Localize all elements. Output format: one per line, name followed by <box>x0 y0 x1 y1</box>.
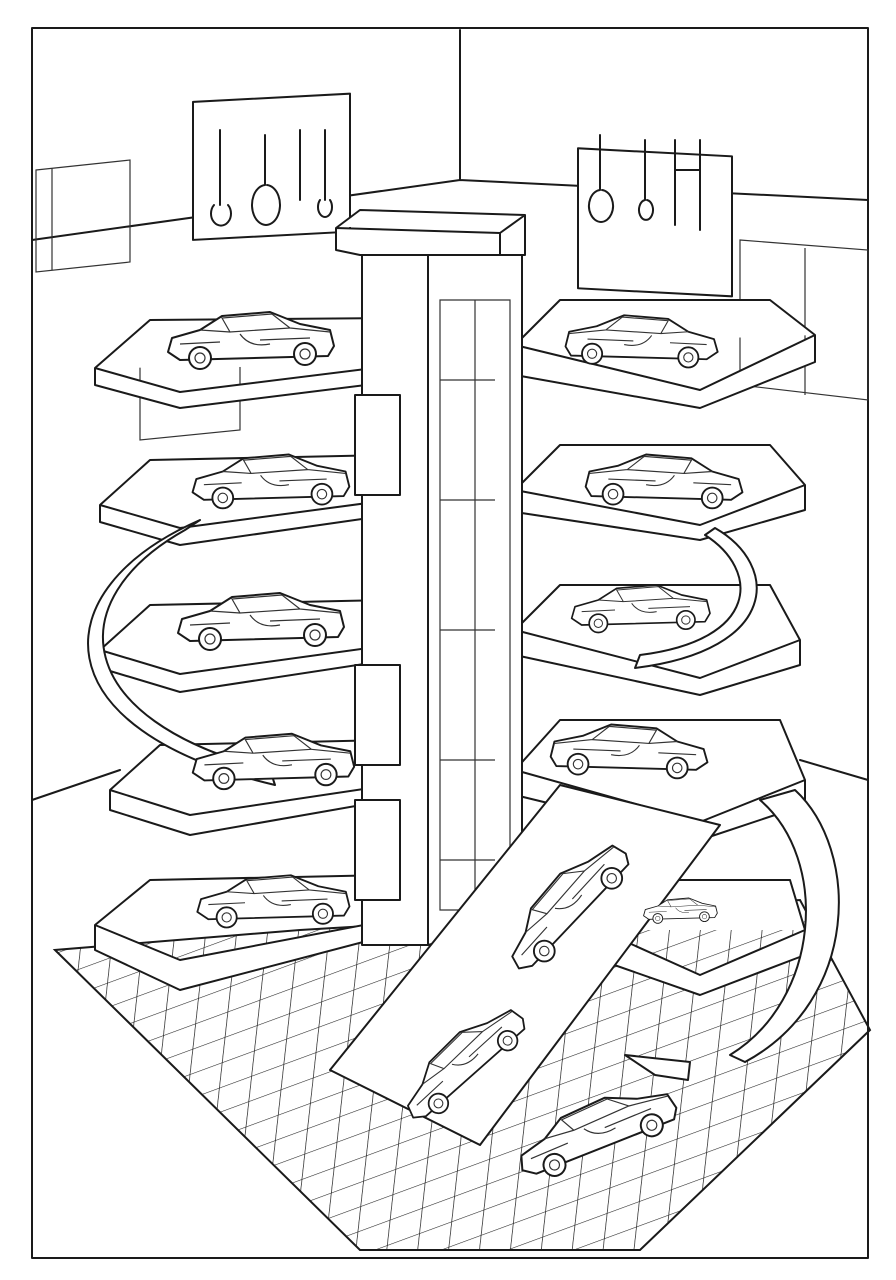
left-spiral-ramp <box>87 519 276 786</box>
right-spiral-ramp <box>634 527 758 669</box>
walls <box>31 29 869 801</box>
tool-board-right <box>577 134 733 298</box>
bottom-right-ramp <box>729 789 840 1063</box>
cars <box>166 310 744 1188</box>
central-tower <box>335 209 526 946</box>
tool-board-left <box>192 92 351 241</box>
car-spoiler <box>624 1054 691 1081</box>
shelf <box>514 444 806 541</box>
frame <box>31 27 869 1259</box>
